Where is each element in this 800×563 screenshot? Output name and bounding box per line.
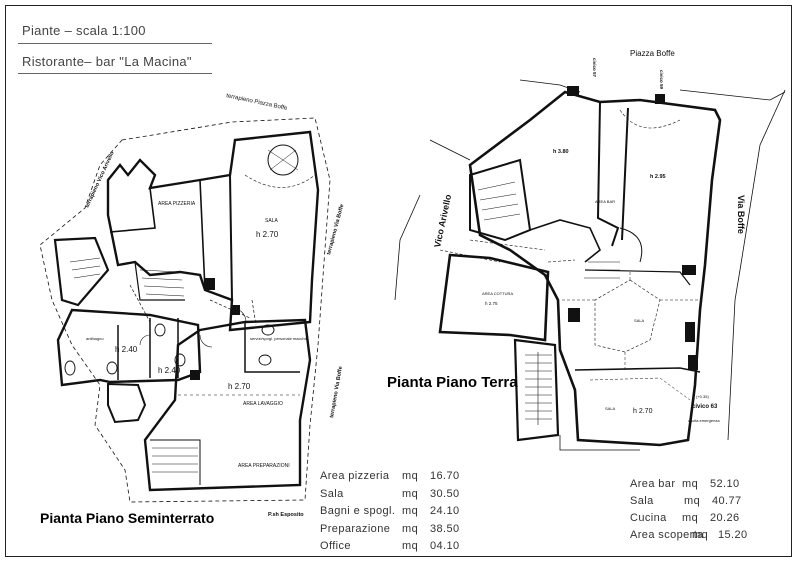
label-terrapieno-arivello: terrapieno Vico Arivello bbox=[84, 150, 116, 209]
area-value: 04.10 bbox=[430, 540, 460, 552]
area-row: Area bar mq 52.10 bbox=[630, 478, 742, 495]
label-area-preparazioni: AREA PREPARAZIONI bbox=[238, 463, 290, 469]
area-value: 52.10 bbox=[710, 478, 740, 490]
wall-stair-bottom bbox=[513, 338, 560, 442]
terrapieno-outline bbox=[39, 117, 331, 503]
basin-icon bbox=[261, 324, 275, 336]
area-row: Sala mq 30.50 bbox=[320, 488, 470, 506]
label-h-270-terra: h 2.70 bbox=[633, 408, 653, 415]
toilet-icon bbox=[174, 353, 186, 367]
toilet-icon bbox=[106, 361, 118, 375]
restaurant-heading: Ristorante– bar "La Macina" bbox=[22, 54, 192, 69]
label-p-esposito: P.sh Esposito bbox=[268, 512, 304, 518]
plan-labels: terrapieno Piazza Boffe terrapieno Vico … bbox=[84, 49, 746, 518]
label-h-270: h 2.70 bbox=[228, 382, 251, 391]
wall-bagni bbox=[56, 308, 202, 387]
area-name: Cucina bbox=[630, 512, 667, 524]
area-row: Bagni e spogl. mq 24.10 bbox=[320, 505, 470, 523]
label-sala: SALA bbox=[265, 218, 278, 224]
area-value: 24.10 bbox=[430, 505, 460, 517]
area-value: 40.77 bbox=[712, 495, 742, 507]
area-unit: mq bbox=[692, 529, 709, 541]
label-uscita: uscita emergenza bbox=[688, 418, 720, 423]
label-terrapieno-boffe: terrapieno Piazza Boffe bbox=[226, 93, 289, 112]
wall-lavaggio-preparazioni bbox=[143, 318, 312, 492]
toilet-icon bbox=[154, 323, 166, 337]
area-row: Area pizzeria mq 16.70 bbox=[320, 470, 470, 488]
area-unit: mq bbox=[402, 487, 419, 500]
label-h-275: h 2.75 bbox=[485, 301, 498, 306]
area-unit: mq bbox=[682, 478, 699, 490]
area-row: Cucina mq 20.26 bbox=[630, 512, 742, 529]
area-unit: mq bbox=[684, 495, 701, 507]
label-sala-bottom: SALA bbox=[605, 406, 616, 411]
label-h-sala: h 2.70 bbox=[256, 230, 279, 239]
area-value: 30.50 bbox=[430, 487, 460, 500]
wall-terra-outer bbox=[468, 90, 722, 447]
area-value: 15.20 bbox=[718, 529, 748, 541]
title-terra: Pianta Piano Terra bbox=[387, 374, 518, 391]
area-row: Office mq 04.10 bbox=[320, 540, 470, 558]
scale-heading: Piante – scala 1:100 bbox=[22, 23, 146, 38]
area-unit: mq bbox=[402, 505, 419, 517]
area-unit: mq bbox=[402, 470, 419, 482]
label-piazza-boffe: Piazza Boffe bbox=[630, 49, 675, 58]
area-value: 20.26 bbox=[710, 512, 740, 524]
area-row: Sala mq 40.77 bbox=[630, 495, 742, 512]
wall-pizzeria-sala bbox=[106, 130, 320, 332]
label-civico-63: civico 63 bbox=[692, 404, 718, 410]
area-value: 38.50 bbox=[430, 522, 460, 535]
label-civico-63-note: (+0.35) bbox=[696, 394, 709, 399]
sala-dome-circle bbox=[267, 144, 299, 176]
area-row: Preparazione mq 38.50 bbox=[320, 523, 470, 541]
area-name: Sala bbox=[630, 495, 654, 507]
area-name: Bagni e spogl. bbox=[320, 505, 396, 517]
wall-niche bbox=[107, 382, 147, 424]
label-area-cottura: AREA COTTURA bbox=[482, 291, 513, 296]
label-spogliatoio: servizi/spogl. personale macchie bbox=[250, 336, 309, 341]
area-name: Sala bbox=[320, 487, 344, 500]
label-h-240b: h 2.40 bbox=[158, 366, 181, 375]
sheet-frame bbox=[5, 5, 792, 557]
label-civico-59: civico 59 bbox=[659, 70, 664, 90]
label-terrapieno-viaboffe-2: terrapieno Via Boffe bbox=[329, 366, 344, 418]
label-h-240a: h 2.40 bbox=[115, 345, 138, 354]
area-name: Office bbox=[320, 540, 351, 552]
label-sala-mid: SALA bbox=[634, 318, 645, 323]
heading-underline bbox=[18, 43, 212, 44]
area-name: Preparazione bbox=[320, 522, 391, 535]
area-name: Area scoperta bbox=[630, 529, 704, 541]
label-h-380: h 3.80 bbox=[553, 149, 569, 155]
wall-area-cottura bbox=[438, 253, 550, 342]
label-area-pizzeria: AREA PIZZERIA bbox=[158, 201, 196, 207]
plan-seminterrato bbox=[39, 117, 331, 503]
heading-underline bbox=[18, 73, 212, 74]
area-unit: mq bbox=[682, 512, 699, 524]
label-via-boffe: Via Boffe bbox=[736, 195, 746, 234]
area-value: 16.70 bbox=[430, 470, 460, 482]
area-name: Area pizzeria bbox=[320, 470, 390, 482]
area-name: Area bar bbox=[630, 478, 676, 490]
title-seminterrato: Pianta Piano Seminterrato bbox=[40, 510, 215, 526]
basin-icon bbox=[258, 354, 272, 366]
label-area-lavaggio: AREA LAVAGGIO bbox=[243, 401, 283, 407]
toilet-icon bbox=[64, 360, 76, 376]
area-unit: mq bbox=[402, 522, 419, 535]
label-h-295: h 2.95 bbox=[650, 174, 666, 180]
wall-stair-vico bbox=[469, 158, 532, 242]
label-civico-57: civico 57 bbox=[592, 58, 597, 78]
label-terrapieno-viaboffe: terrapieno Via Boffe bbox=[326, 204, 345, 256]
label-vico-arivello: Vico Arivello bbox=[432, 193, 453, 248]
wall-stair-block bbox=[53, 236, 110, 307]
area-unit: mq bbox=[402, 540, 419, 552]
plan-terra bbox=[394, 79, 786, 451]
label-antibagno: antibagno bbox=[86, 336, 104, 341]
label-area-bar: AREA BAR bbox=[595, 199, 615, 204]
